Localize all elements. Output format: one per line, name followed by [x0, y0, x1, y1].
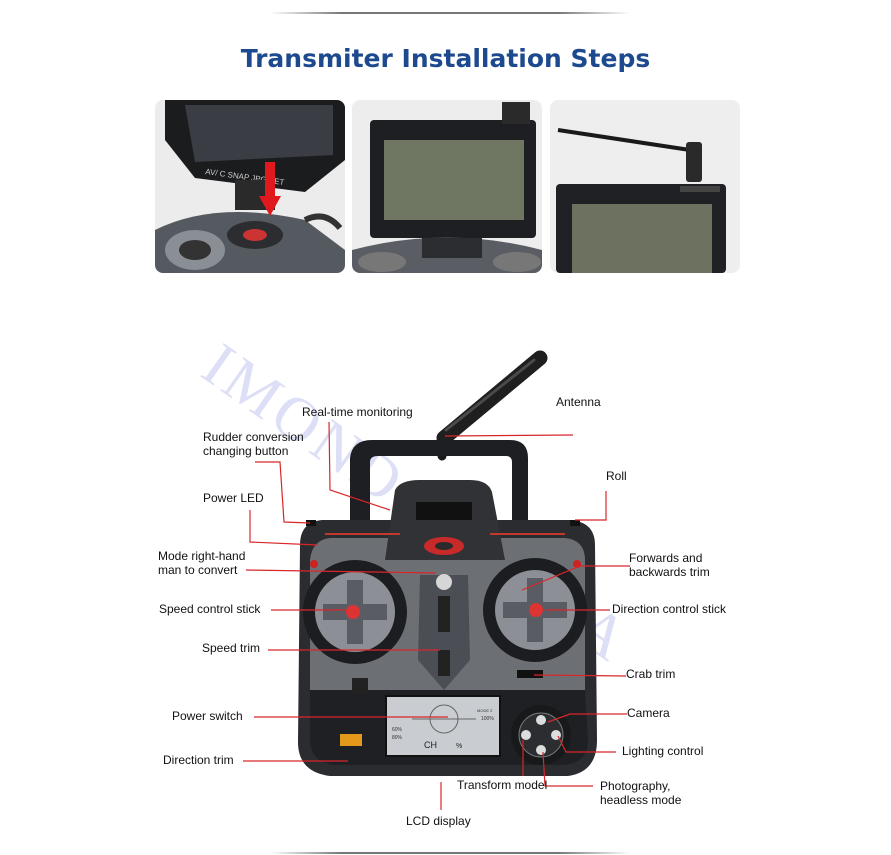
label-mode-right-hand-1: Mode right-hand	[158, 549, 246, 563]
forward-backward-trim-slider[interactable]	[438, 650, 450, 676]
lcd-right-top: 100%	[481, 716, 494, 722]
label-lcd-display: LCD display	[406, 814, 471, 828]
roll-button[interactable]	[570, 520, 580, 526]
lcd-mode: MODE 2	[477, 708, 493, 713]
leader-lines	[243, 421, 630, 810]
label-antenna: Antenna	[556, 395, 601, 409]
antenna	[436, 350, 548, 446]
install-step-1-photo: AV/ C SNAP JPG SET	[155, 100, 345, 273]
label-mode-right-hand-2: man to convert	[158, 563, 238, 577]
label-forwards-backwards-2: backwards trim	[629, 565, 710, 579]
transform-model-button[interactable]	[521, 730, 531, 740]
lcd-ch: CH	[424, 740, 437, 750]
label-forwards-backwards-1: Forwards and	[629, 551, 703, 565]
realtime-monitor-screen	[416, 502, 472, 520]
carry-handle	[350, 440, 528, 525]
label-direction-trim: Direction trim	[163, 753, 234, 767]
install-step-3-photo	[550, 100, 740, 273]
mode-switch-button[interactable]	[436, 574, 452, 590]
brand-logo-icon	[340, 734, 362, 746]
label-photography-1: Photography,	[600, 779, 671, 793]
direction-control-stick[interactable]	[529, 603, 543, 617]
label-speed-trim: Speed trim	[202, 641, 261, 655]
rudder-conversion-button[interactable]	[306, 520, 316, 526]
speed-control-stick[interactable]	[346, 605, 360, 619]
label-lighting-control: Lighting control	[622, 744, 704, 758]
down-arrow-shaft	[265, 162, 275, 196]
lcd-left-bottom: 80%	[392, 735, 403, 741]
lcd-left-top: 60%	[392, 727, 403, 733]
label-roll: Roll	[606, 469, 627, 483]
label-power-switch: Power switch	[172, 709, 243, 723]
label-rudder-conversion-1: Rudder conversion	[203, 430, 304, 444]
label-power-led: Power LED	[203, 491, 264, 505]
label-direction-control-stick: Direction control stick	[612, 602, 727, 616]
crab-trim-slider[interactable]	[517, 670, 543, 678]
lcd-display	[385, 695, 501, 757]
install-step-2-photo	[352, 100, 542, 273]
label-crab-trim: Crab trim	[626, 667, 676, 681]
page-title: Transmiter Installation Steps	[240, 44, 651, 73]
label-rudder-conversion-2: changing button	[203, 444, 289, 458]
photography-button[interactable]	[536, 745, 546, 755]
label-transform-model: Transform model	[457, 778, 548, 792]
label-realtime-monitoring: Real-time monitoring	[302, 405, 413, 419]
speed-trim-slider[interactable]	[438, 596, 450, 632]
label-camera: Camera	[627, 706, 670, 720]
label-speed-control-stick: Speed control stick	[159, 602, 261, 616]
camera-button[interactable]	[536, 715, 546, 725]
down-arrow-icon	[259, 196, 281, 216]
top-divider	[270, 12, 630, 14]
power-switch[interactable]	[352, 678, 368, 694]
label-photography-2: headless mode	[600, 793, 682, 807]
power-led	[310, 560, 318, 568]
lcd-pct: %	[456, 743, 462, 750]
bottom-divider	[270, 852, 630, 854]
